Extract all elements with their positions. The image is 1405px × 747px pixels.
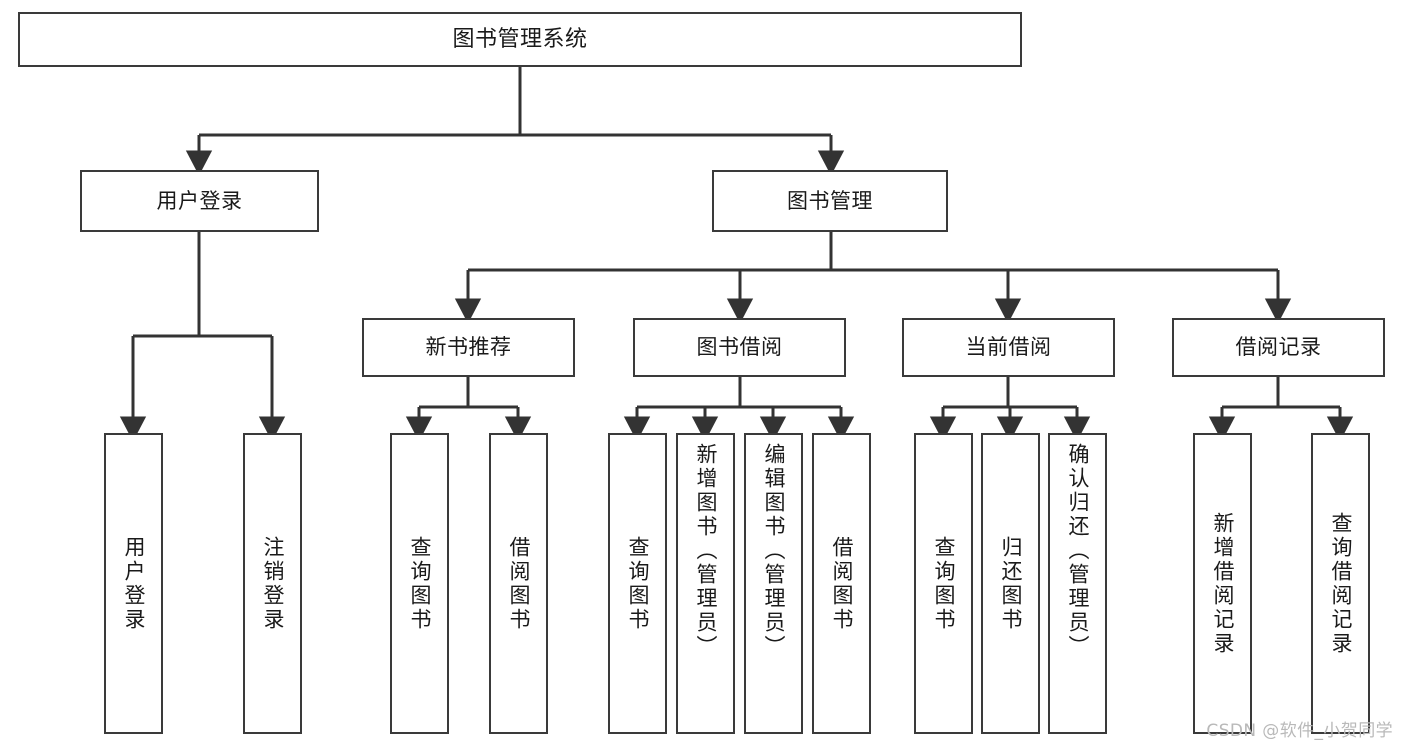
node-user-login[interactable]: 用户登录 xyxy=(80,170,319,232)
node-label: 用户登录 xyxy=(122,535,146,632)
node-label: 当前借阅 xyxy=(965,335,1052,360)
node-label: 新增图书（管理员） xyxy=(694,443,718,659)
node-book-manage[interactable]: 图书管理 xyxy=(712,170,948,232)
node-label: 查询图书 xyxy=(626,535,650,632)
node-label: 查询图书 xyxy=(932,535,956,632)
leaf-query-book-2[interactable]: 查询图书 xyxy=(608,433,667,734)
node-label: 图书管理 xyxy=(787,188,873,213)
node-label: 新书推荐 xyxy=(425,335,512,360)
leaf-borrow-book-2[interactable]: 借阅图书 xyxy=(812,433,871,734)
node-borrow-record[interactable]: 借阅记录 xyxy=(1172,318,1385,377)
node-label: 新增借阅记录 xyxy=(1211,511,1235,656)
leaf-confirm-return[interactable]: 确认归还（管理员） xyxy=(1048,433,1107,734)
node-label: 编辑图书（管理员） xyxy=(762,443,786,659)
leaf-add-record[interactable]: 新增借阅记录 xyxy=(1193,433,1252,734)
node-label: 借阅图书 xyxy=(507,535,531,632)
leaf-logout[interactable]: 注销登录 xyxy=(243,433,302,734)
leaf-query-record[interactable]: 查询借阅记录 xyxy=(1311,433,1370,734)
leaf-add-book[interactable]: 新增图书（管理员） xyxy=(676,433,735,734)
leaf-query-book-1[interactable]: 查询图书 xyxy=(390,433,449,734)
leaf-edit-book[interactable]: 编辑图书（管理员） xyxy=(744,433,803,734)
node-label: 图书管理系统 xyxy=(452,26,588,52)
node-label: 查询借阅记录 xyxy=(1329,511,1353,656)
node-label: 借阅图书 xyxy=(830,535,854,632)
node-current-borrow[interactable]: 当前借阅 xyxy=(902,318,1115,377)
node-book-borrow[interactable]: 图书借阅 xyxy=(633,318,846,377)
node-label: 归还图书 xyxy=(999,535,1023,632)
leaf-return-book[interactable]: 归还图书 xyxy=(981,433,1040,734)
node-label: 查询图书 xyxy=(408,535,432,632)
node-label: 确认归还（管理员） xyxy=(1066,443,1090,659)
node-label: 注销登录 xyxy=(261,535,285,632)
node-root-system[interactable]: 图书管理系统 xyxy=(18,12,1022,67)
node-label: 借阅记录 xyxy=(1235,335,1322,360)
node-new-book-recommend[interactable]: 新书推荐 xyxy=(362,318,575,377)
node-label: 图书借阅 xyxy=(696,335,783,360)
leaf-user-login[interactable]: 用户登录 xyxy=(104,433,163,734)
leaf-borrow-book-1[interactable]: 借阅图书 xyxy=(489,433,548,734)
node-label: 用户登录 xyxy=(156,188,243,213)
leaf-query-book-3[interactable]: 查询图书 xyxy=(914,433,973,734)
